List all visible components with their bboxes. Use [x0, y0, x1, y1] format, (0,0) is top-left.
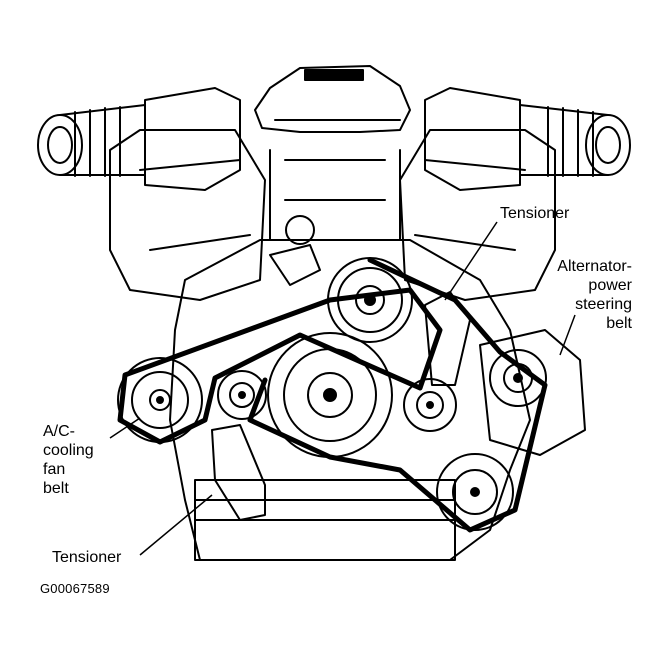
left-idler-pulley — [217, 370, 267, 420]
figure-code: G00067589 — [40, 581, 110, 596]
leader-tensioner-upper — [444, 221, 498, 301]
ac-cooling-fan-belt-label: A/C- cooling fan belt — [43, 422, 94, 498]
right-idler-pulley — [403, 378, 457, 432]
tensioner-upper-label: Tensioner — [500, 205, 570, 222]
ac-label-line-4: belt — [43, 480, 69, 497]
ac-label-line-3: fan — [43, 461, 66, 478]
intake-plenum — [254, 65, 411, 133]
lower-tensioner — [211, 424, 266, 521]
leader-alternator-belt — [559, 314, 576, 356]
right-cylinder-bank — [399, 129, 556, 301]
leader-ac-belt — [109, 417, 141, 439]
throttle-body — [269, 244, 321, 286]
left-cylinder-bank — [109, 129, 266, 301]
ac-compressor — [117, 357, 203, 443]
plenum-badge — [304, 69, 364, 81]
tensioner-lower-label: Tensioner — [52, 549, 122, 566]
alternator-label-line-3: steering — [575, 296, 632, 313]
alternator-label-line-4: belt — [606, 315, 632, 332]
left-intake-tube — [37, 87, 241, 191]
ac-label-line-1: A/C- — [43, 423, 75, 440]
alternator-label-line-1: Alternator- — [557, 258, 632, 275]
ac-cooling-fan-belt — [117, 287, 443, 445]
alternator-label-line-2: power — [588, 277, 632, 294]
alternator-ps-belt-label: Alternator- power steering belt — [557, 257, 632, 333]
right-intake-tube — [424, 87, 631, 191]
engine-block — [169, 239, 531, 561]
alternator-ps-belt — [247, 257, 548, 533]
leader-tensioner-lower — [139, 494, 213, 556]
ac-label-line-2: cooling — [43, 442, 94, 459]
